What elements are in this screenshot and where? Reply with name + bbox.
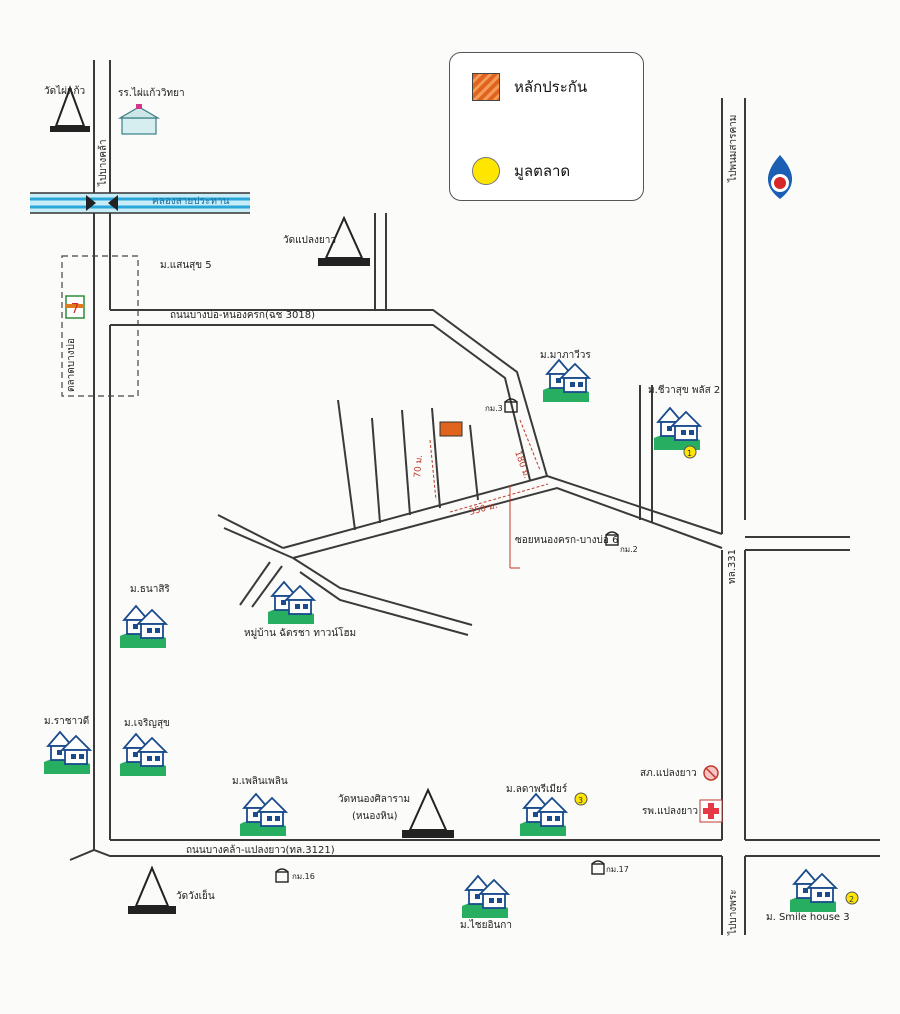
market-value-marker-3: 3 — [574, 792, 588, 806]
market-value-marker-2: 2 — [845, 891, 859, 905]
label-moo-ladprao: ม.ลดาพรีเมียร์ — [506, 784, 568, 795]
label-police: สภ.แปลงยาว — [640, 768, 697, 779]
label-moo-chiwasuk: ม.ชีวาสุข พลัส 2 — [648, 385, 721, 396]
km-post-icon — [275, 868, 289, 883]
market-value-swatch — [472, 157, 500, 185]
house-icon — [519, 793, 567, 837]
label-wat-phai-kaeo: วัดไผ่แก้ว — [44, 86, 86, 97]
legend-market-value-label: มูลตลาด — [514, 162, 571, 180]
label-moo-saensuk: ม.แสนสุข 5 — [160, 260, 212, 271]
label-moo-phoenphoen: ม.เพลินเพลิน — [232, 776, 288, 787]
label-km3: กม.3 — [485, 404, 503, 413]
label-wat-wang-yen: วัดวังเย็น — [176, 891, 215, 902]
collateral-swatch — [472, 73, 500, 101]
house-icon — [653, 407, 701, 451]
label-moo-makavee: ม.มาภาวีวร — [540, 350, 591, 361]
soi-label: ซอยหนองครก-บางบ่อ 6 — [515, 535, 619, 546]
road-label-3121: ถนนบางคล้า-แปลงยาว(ทล.3121) — [186, 845, 335, 856]
hospital-icon — [699, 799, 723, 823]
label-wat-nong-sila: วัดหนองศิลาราม — [338, 794, 411, 805]
legend-collateral: หลักประกัน — [472, 73, 587, 101]
bridge-icon — [86, 195, 118, 211]
label-village-changcha: หมู่บ้าน ฉัตรชา ทาวน์โฮม — [244, 628, 357, 639]
map-legend: หลักประกัน มูลตลาด — [449, 52, 644, 201]
label-moo-rachawadi: ม.ราชาวดี — [44, 716, 90, 727]
road-label-bang-khla: ไปบางคล้า — [98, 139, 109, 186]
canal-label: คลองสายประทาน — [152, 196, 230, 207]
temple-icon — [402, 787, 454, 838]
label-moo-chaiyan: ม.ไชยอินกา — [460, 920, 512, 931]
road-label-331: ทล.331 — [727, 549, 738, 584]
collateral-parcel — [439, 421, 463, 437]
label-school: รร.ไผ่แก้ววิทยา — [118, 88, 185, 99]
distance-70: 70 ม. — [413, 454, 425, 478]
km-post-icon — [591, 860, 605, 875]
distance-markers — [429, 419, 549, 569]
temple-icon — [318, 215, 370, 266]
house-icon — [119, 605, 167, 649]
seven-eleven-icon: 7 — [65, 295, 85, 319]
km-post-icon — [504, 398, 518, 413]
svg-text:2: 2 — [849, 895, 854, 904]
distance-180: 180 ม. — [512, 450, 531, 481]
label-moo-charoensuk: ม.เจริญสุข — [124, 718, 170, 729]
label-moo-thanasiri: ม.ธนาสิริ — [130, 584, 170, 595]
temple-icon — [50, 85, 90, 132]
label-moo-smile: ม. Smile house 3 — [766, 912, 850, 923]
road-label-phanom-sarakham: ไปพนมสารคาม — [728, 114, 739, 182]
label-market: ตลาดบางบ่อ — [66, 338, 77, 392]
label-km2: กม.2 — [620, 545, 638, 554]
house-icon — [43, 731, 91, 775]
house-icon — [542, 359, 590, 403]
svg-text:7: 7 — [71, 302, 79, 317]
house-icon — [267, 581, 315, 625]
house-icon — [239, 793, 287, 837]
legend-collateral-label: หลักประกัน — [514, 78, 588, 96]
house-icon — [789, 869, 837, 913]
house-icon — [461, 875, 509, 919]
road-label-bang-phra: ไปบางพระ — [728, 889, 739, 935]
gas-station-icon — [767, 155, 793, 199]
distance-350: 350 ม. — [468, 501, 498, 518]
legend-market-value: มูลตลาด — [472, 157, 570, 185]
svg-text:1: 1 — [687, 449, 692, 458]
label-wat-nong-sila-sub: (หนองหิน) — [352, 811, 398, 822]
canal — [30, 192, 250, 214]
market-boundary — [61, 255, 139, 397]
road-label-3018: ถนนบางบ่อ-หนองครก(ฉช 3018) — [170, 310, 315, 321]
label-hospital: รพ.แปลงยาว — [642, 806, 699, 817]
temple-icon — [128, 865, 176, 914]
label-wat-plaeng-yao: วัดแปลงยาว — [283, 235, 337, 246]
label-km16: กม.16 — [292, 872, 315, 881]
label-km17: กม.17 — [606, 865, 629, 874]
house-icon — [119, 733, 167, 777]
market-value-marker-1: 1 — [683, 445, 697, 459]
police-icon — [703, 765, 719, 781]
road-network — [69, 60, 880, 935]
svg-text:3: 3 — [578, 796, 583, 805]
km-post-icon — [605, 531, 619, 546]
school-icon — [117, 104, 161, 135]
